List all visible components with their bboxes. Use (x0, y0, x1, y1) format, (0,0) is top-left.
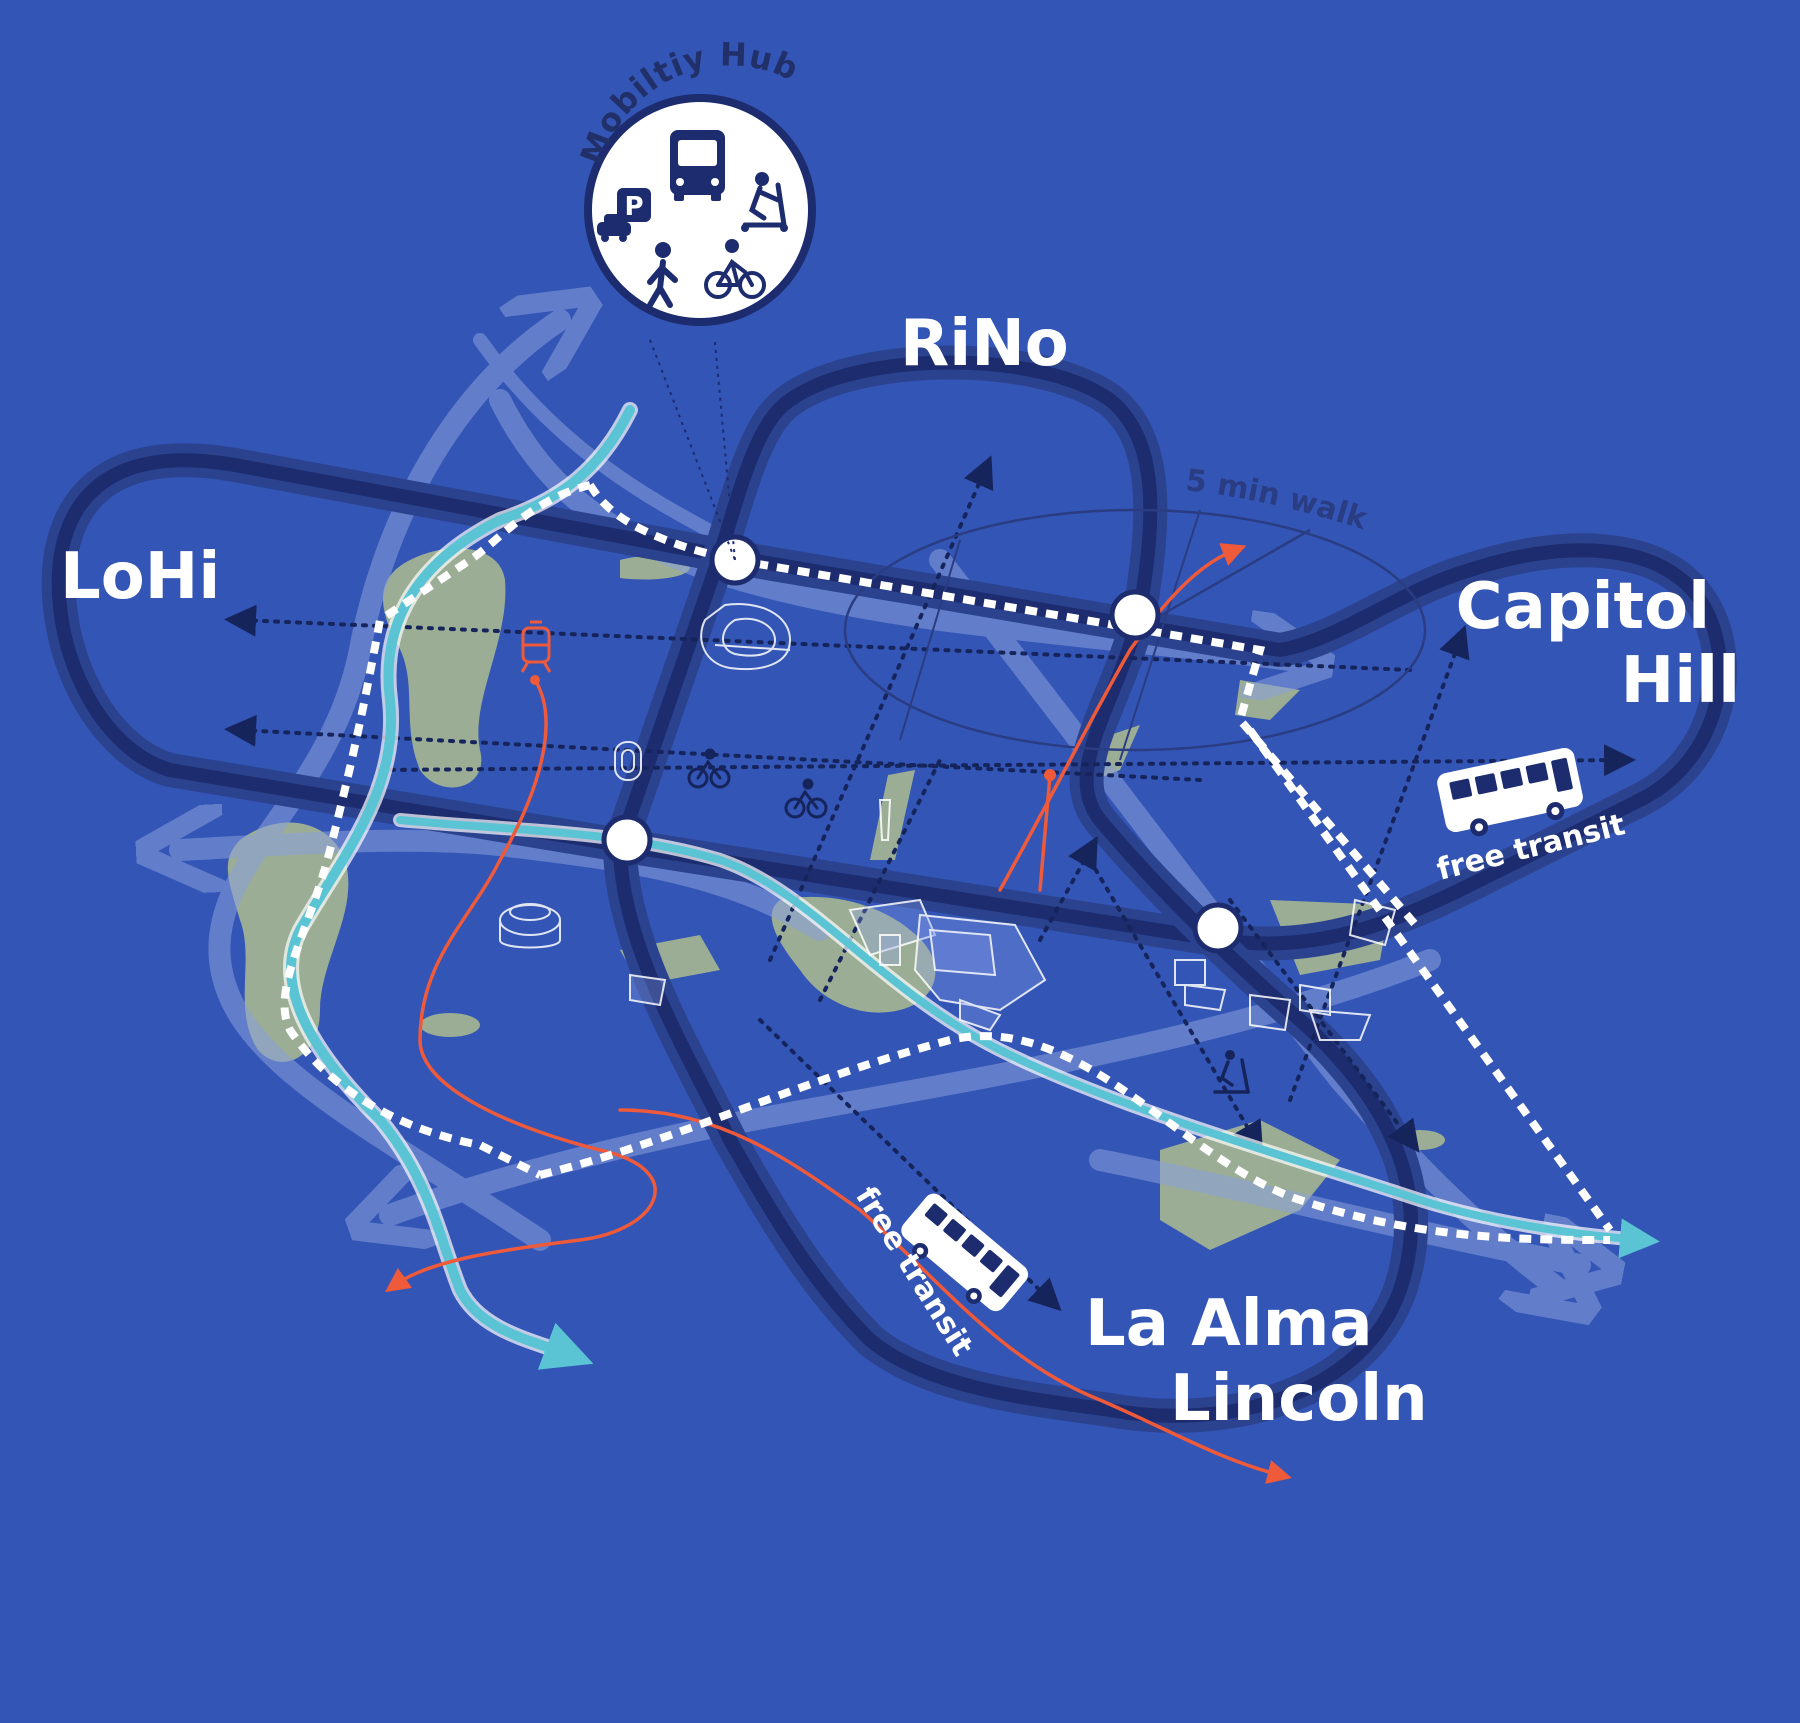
faded-arrow-southwest (390, 949, 1441, 1215)
scooter-icon (741, 172, 788, 232)
walk-grid-1 (899, 539, 961, 741)
east-buildings (1174, 898, 1397, 1041)
parking-icon: P (617, 188, 651, 222)
label-laalma-line2: Lincoln (1170, 1362, 1428, 1436)
park-lake (420, 1013, 480, 1037)
node-capitol-south[interactable] (1192, 902, 1244, 954)
loop-rino-core (613, 355, 1419, 1423)
dotted-route-7 (1088, 858, 1264, 1154)
rail-south (618, 1108, 1292, 1484)
bus-right-icon (1437, 747, 1583, 837)
car-icon (597, 214, 631, 242)
dotted-routes (224, 455, 1636, 1312)
label-laalma-line1: La Alma (1085, 1287, 1373, 1361)
light-rail-icon (520, 620, 552, 673)
dashed-route-capitol-south (1246, 727, 1614, 1233)
capsule-icon (614, 741, 642, 781)
bicycle-icon (704, 239, 766, 299)
dotted-route-10 (818, 758, 942, 1002)
dashed-routes (280, 481, 1614, 1244)
arena-icon (499, 903, 561, 949)
rail-north-east (998, 543, 1247, 892)
bus-icon (670, 130, 725, 201)
rail-short (1038, 773, 1052, 892)
walk-ellipse (843, 508, 1427, 752)
label-capitol-line1: Capitol (1456, 570, 1710, 644)
cyclist-1-icon (687, 748, 731, 789)
walk-pointer (1134, 528, 1311, 632)
node-lohi-south[interactable] (601, 814, 653, 866)
dotted-route-1 (224, 604, 1412, 672)
hub-circle[interactable] (584, 94, 816, 326)
buildings (499, 603, 1397, 1041)
rail-west (385, 678, 657, 1293)
dotted-route-5 (768, 455, 994, 962)
dotted-route-4 (758, 1018, 1062, 1312)
bus-bottom-icon (901, 1193, 1029, 1312)
faded-arrow-northwest (208, 320, 560, 1251)
park-river-north (383, 548, 506, 788)
rail-stop-west (530, 675, 540, 685)
pedestrian-icon (647, 242, 678, 308)
label-rino: RiNo (900, 307, 1069, 381)
faded-arrow-west (180, 841, 831, 941)
label-capitol-line2: Hill (1621, 644, 1740, 718)
transit-nodes (601, 534, 1244, 954)
dashed-route-southeast (539, 1032, 1611, 1244)
rail-lines (385, 543, 1292, 1484)
stadium-icon (700, 603, 792, 671)
dotted-route-2 (224, 714, 1202, 782)
rail-stop-east (1044, 769, 1056, 781)
dashed-route-east-west (586, 482, 1424, 933)
scooter-rider-icon (1213, 1050, 1250, 1094)
dotted-route-9 (1288, 624, 1470, 1102)
label-lohi: LoHi (60, 540, 220, 614)
dotted-route-3 (378, 744, 1636, 777)
transit-loops (41, 345, 1737, 1433)
node-rino-east[interactable] (1109, 589, 1161, 641)
cyclist-2-icon (784, 778, 828, 819)
tower-icon (878, 799, 892, 841)
dashed-route-loop-west (280, 481, 591, 1179)
loop-lohi-core (51, 453, 1727, 951)
campus-buildings (629, 898, 1047, 1032)
parking-glyph: P (624, 192, 643, 222)
